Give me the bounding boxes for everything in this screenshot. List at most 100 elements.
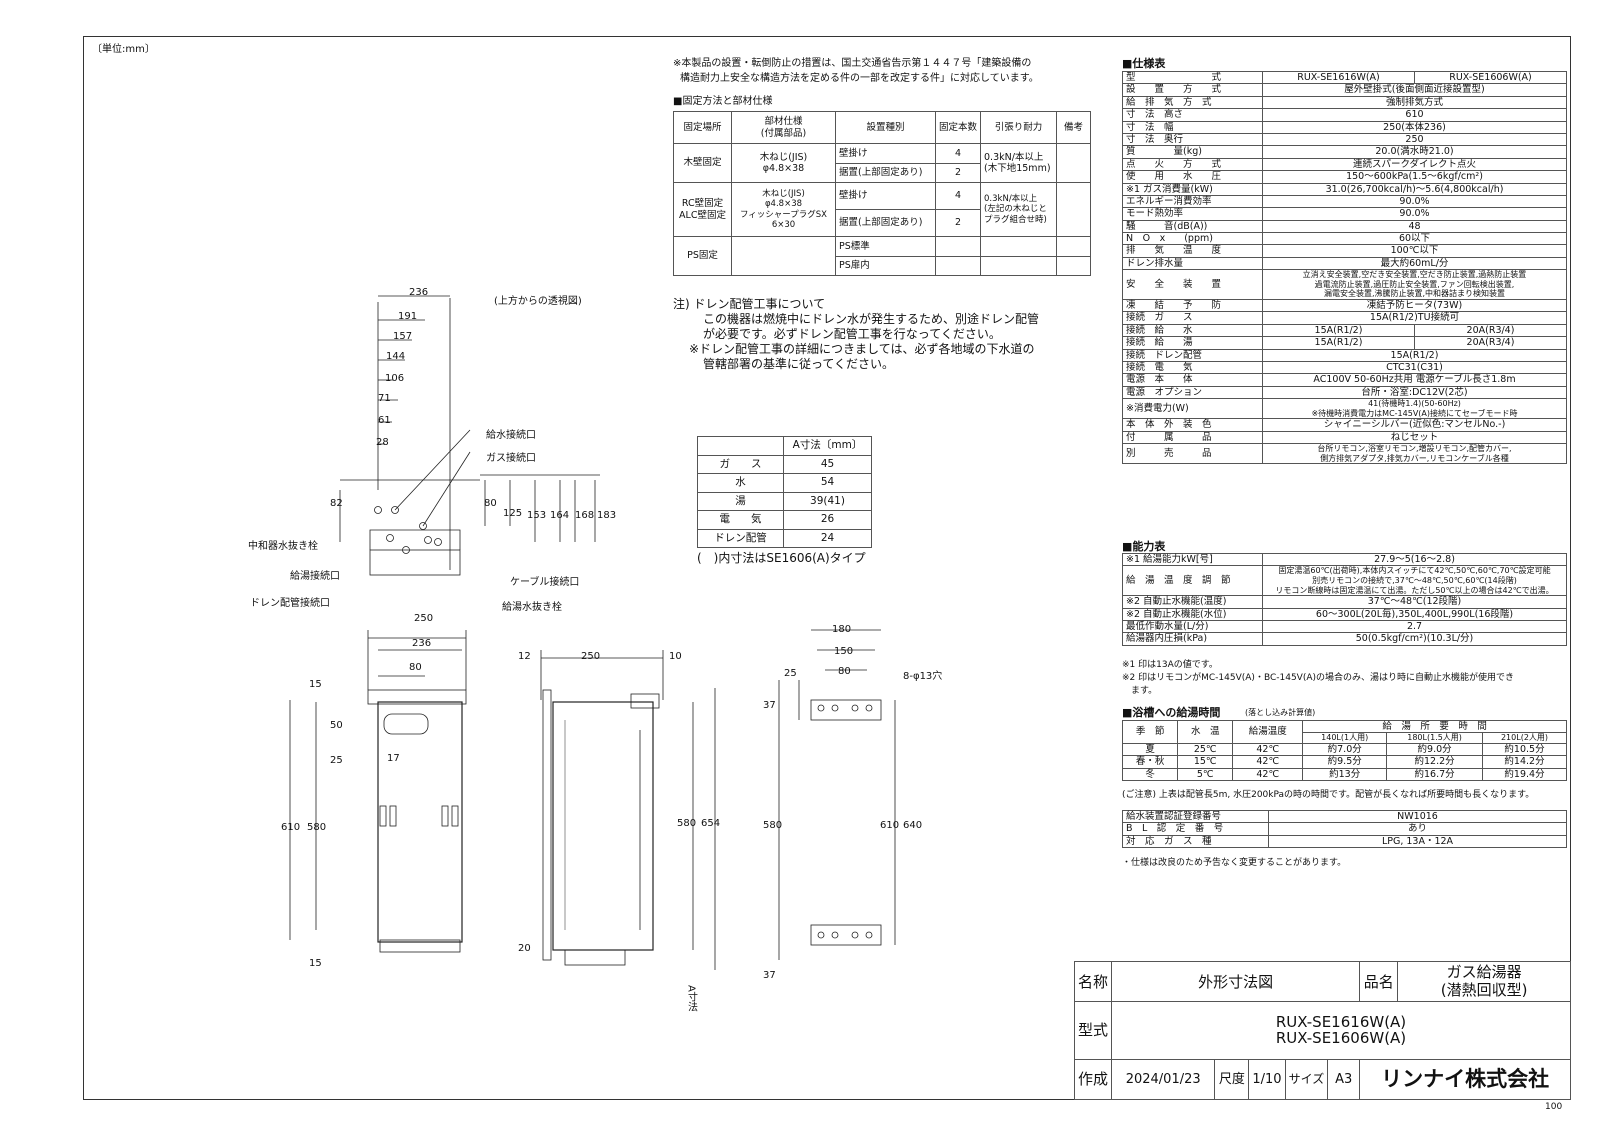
spec-value: 100℃以下 [1262, 244, 1567, 258]
spec-label: ※消費電力(W) [1122, 398, 1263, 420]
side-dim-20: 20 [518, 943, 531, 954]
spec-value: 90.0% [1262, 194, 1567, 209]
spec-value: 41(待機時1.4)(50-60Hz) ※待機時消費電力はMC-145V(A)接… [1262, 398, 1567, 420]
ability-value: 50(0.5kgf/cm²)(10.3L/分) [1262, 632, 1567, 646]
back-dim-180: 180 [832, 624, 852, 635]
spec-value: 立消え安全装置,空だき安全装置,空だき防止装置,過熱防止装置 過電流防止装置,過… [1262, 269, 1567, 301]
fix-cell: 4 [934, 182, 982, 210]
dim-191: 191 [398, 311, 418, 322]
spec-label: ※1 ガス消費量(kW) [1122, 182, 1263, 196]
spec-value: 15A(R1/2) [1262, 348, 1567, 363]
bath-title: ■浴槽への給湯時間 [1122, 706, 1221, 719]
spec-value: 20A(R3/4) [1413, 323, 1568, 338]
dim-125: 125 [503, 508, 523, 519]
a-table-cell: ドレン配管 [697, 528, 784, 548]
spec-value: 台所リモコン,浴室リモコン,増設リモコン,配管カバー, 側方排気アダプタ,排気カ… [1262, 443, 1567, 465]
dim-157: 157 [393, 331, 413, 342]
ability-row: ※2 自動止水機能(温度)37℃〜48℃(12段階) [1122, 595, 1567, 609]
spec-label: 凍 結 予 防 [1122, 299, 1263, 313]
spec-label: N O x (ppm) [1122, 232, 1263, 246]
a-table-note: ( )内寸法はSE1606(A)タイプ [697, 551, 866, 565]
ability-value: 固定湯温60℃(出荷時),本体内スイッチにて42℃,50℃,60℃,70℃設定可… [1262, 565, 1567, 597]
bath-sub: 210L(2人用) [1482, 732, 1567, 744]
bath-cell: 約19.4分 [1482, 767, 1567, 782]
spec-value: 250(本体236) [1262, 120, 1567, 134]
dim-71: 71 [378, 393, 391, 404]
spec-label: 付 属 品 [1122, 430, 1263, 445]
drain-note-5: 管轄部署の基準に従ってください。 [703, 357, 895, 371]
bath-header: 給湯温度 [1232, 720, 1304, 744]
label-neutralizer-drain: 中和器水抜き栓 [248, 541, 318, 552]
spec-value: 31.0(26,700kcal/h)〜5.6(4,800kcal/h) [1262, 182, 1567, 196]
label-cable-inlet: ケーブル接続口 [510, 577, 580, 588]
bath-cell: 冬 [1121, 767, 1179, 782]
label-hot-water-outlet: 給湯接続口 [290, 571, 340, 582]
spec-title: ■仕様表 [1122, 57, 1166, 70]
a-table-cell: 26 [783, 510, 872, 530]
install-note-1: ※本製品の設置・転倒防止の措置は、国土交通省告示第１４４７号「建築設備の [673, 58, 1032, 69]
spec-value: 連続スパークダイレクト点火 [1262, 157, 1567, 172]
spec-row: 本 体 外 装 色シャイニーシルバー(近似色:マンセルNo.-) [1122, 418, 1567, 432]
fix-cell: 2 [934, 162, 982, 183]
spec-label: 接続 給 水 [1122, 323, 1263, 338]
fix-h-material: 部材仕様 (付属部品) [731, 111, 836, 144]
back-dim-150: 150 [834, 646, 854, 657]
spec-value: RUX-SE1616W(A) [1262, 70, 1415, 85]
spec-value: 610 [1262, 108, 1567, 122]
front-dim-50: 50 [330, 720, 343, 731]
ability-table: ※1 給湯能力kW[号]27.9〜5(16〜2.8)給 湯 温 度 調 節固定湯… [1122, 552, 1567, 646]
bath-note: (ご注意) 上表は配管長5m, 水圧200kPaの時の時間です。配管が長くなれば… [1122, 790, 1535, 800]
bath-cell: 15℃ [1177, 755, 1234, 769]
ability-note-3: ます。 [1131, 686, 1158, 696]
bath-cell: 25℃ [1177, 742, 1234, 757]
front-dim-25: 25 [330, 755, 343, 766]
cert-cell: NW1016 [1268, 809, 1567, 824]
tb-size: A3 [1327, 1058, 1361, 1101]
front-dim-610: 610 [281, 822, 301, 833]
spec-label: 設 置 方 式 [1122, 83, 1263, 97]
a-table-header: A寸法〔mm〕 [783, 436, 872, 456]
a-table-cell: 24 [783, 528, 872, 548]
bath-cell: 42℃ [1232, 767, 1304, 782]
fix-h-strength: 引張り耐力 [980, 111, 1058, 144]
dim-183: 183 [597, 510, 617, 521]
fix-cell: PS扉内 [835, 255, 936, 276]
bath-cell: 約14.2分 [1482, 755, 1567, 769]
bath-sub: 140L(1人用) [1302, 732, 1388, 744]
bath-cell: 約13分 [1302, 767, 1388, 782]
side-dim-654: 654 [701, 818, 721, 829]
fix-h-count: 固定本数 [934, 111, 982, 144]
fix-h-note: 備考 [1056, 111, 1091, 144]
dim-144: 144 [386, 351, 406, 362]
spec-label: エネルギー消費効率 [1122, 194, 1263, 209]
tb-name-label: 名称 [1073, 960, 1113, 1003]
bath-cell: 約7.0分 [1302, 742, 1388, 757]
spec-row: 給 排 気 方 式強制排気方式 [1122, 95, 1567, 110]
bath-sub: 180L(1.5人用) [1386, 732, 1483, 744]
spec-value: 250 [1262, 132, 1567, 147]
fix-cell: 0.3kN/本以上 (木下地15mm) [980, 143, 1058, 183]
a-table-cell: 54 [783, 473, 872, 493]
spec-value: ねじセット [1262, 430, 1567, 445]
spec-row: 別 売 品台所リモコン,浴室リモコン,増設リモコン,配管カバー, 側方排気アダプ… [1122, 443, 1567, 465]
ability-value: 37℃〜48℃(12段階) [1262, 595, 1567, 609]
back-dim-80: 80 [838, 666, 851, 677]
dim-236: 236 [409, 287, 429, 298]
spec-row: 騒 音(dB(A))48 [1122, 219, 1567, 234]
spec-label: 安 全 装 置 [1122, 269, 1263, 301]
ability-note-1: ※1 印は13Aの値です。 [1122, 660, 1218, 670]
back-dim-610: 610 [880, 820, 900, 831]
bath-header: 水 温 [1177, 720, 1234, 744]
spec-label: ドレン排水量 [1122, 256, 1263, 271]
spec-row: 電源 オプション台所・浴室:DC12V(2芯) [1122, 385, 1567, 400]
fix-h-type: 設置種別 [835, 111, 936, 144]
unit-label: 〔単位:mm〕 [92, 44, 155, 55]
ability-note-2: ※2 印はリモコンがMC-145V(A)・BC-145V(A)の場合のみ、湯はり… [1122, 673, 1515, 683]
